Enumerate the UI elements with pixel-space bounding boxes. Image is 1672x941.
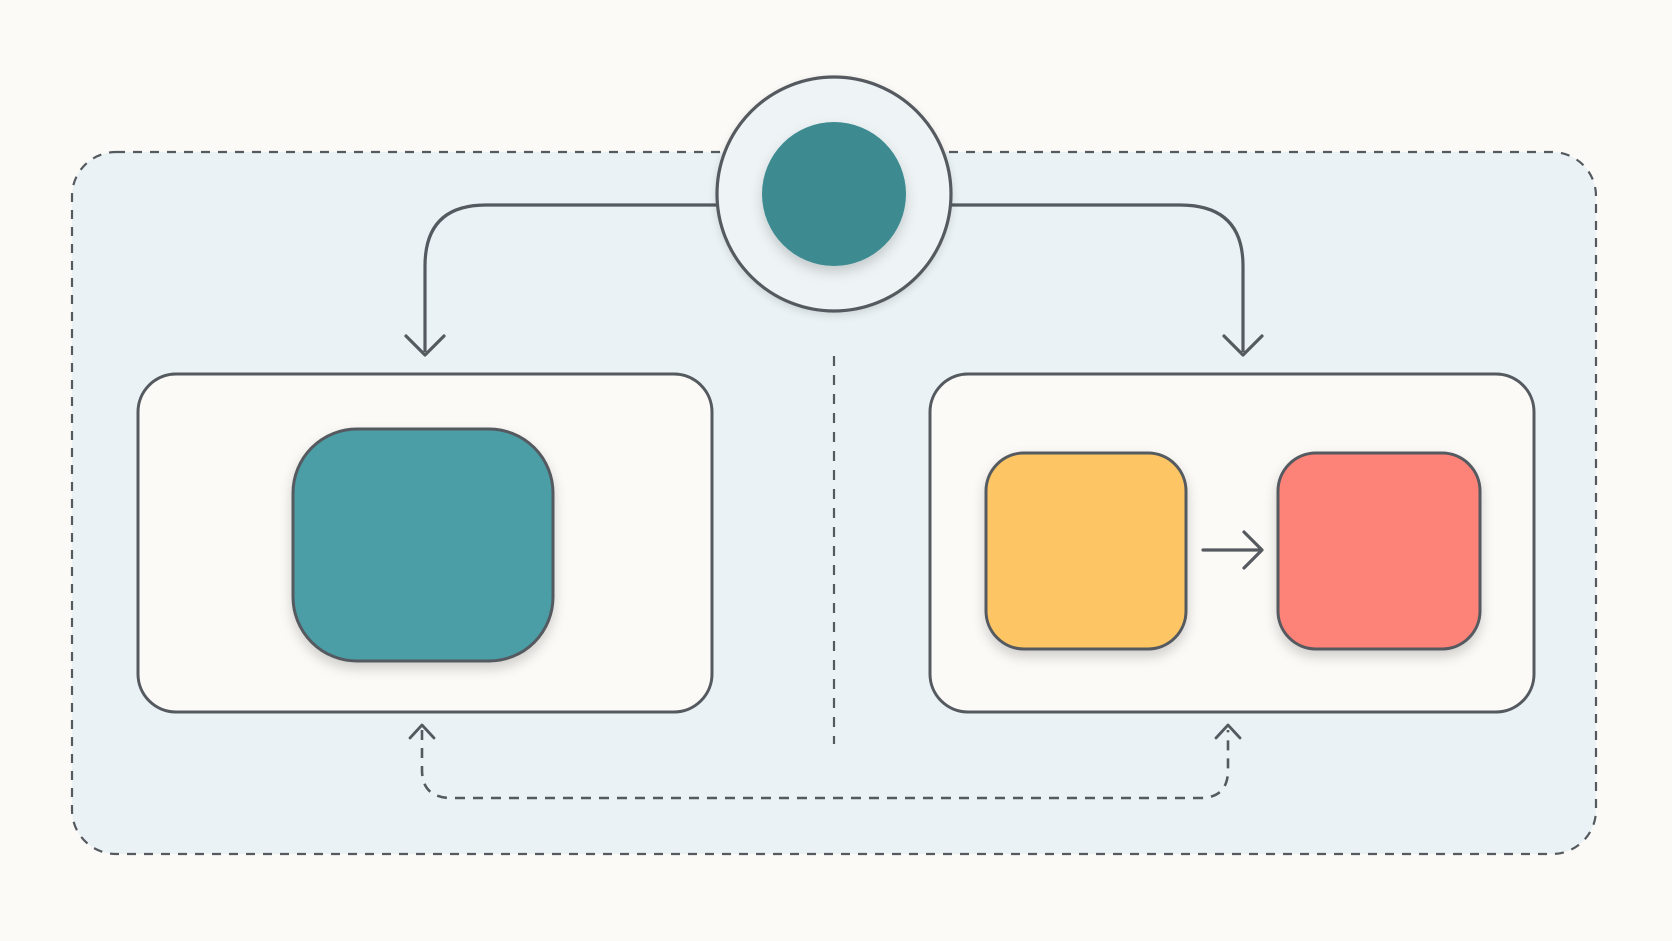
yellow-block <box>984 451 1188 651</box>
edge-root-to-left-group <box>423 203 716 352</box>
edge-root-to-right-group <box>950 203 1245 352</box>
arrowhead-right-icon <box>1242 530 1264 570</box>
arrowhead-left-group-down-icon <box>404 334 446 357</box>
edge-left-group-to-right-group-dashed <box>420 730 1230 800</box>
teal-block <box>291 427 555 663</box>
arrowhead-right-group-up-icon <box>1214 723 1242 740</box>
coral-block <box>1276 451 1482 651</box>
root-node <box>762 122 906 266</box>
arrowhead-left-group-up-icon <box>408 723 436 740</box>
arrowhead-right-group-down-icon <box>1222 334 1264 357</box>
